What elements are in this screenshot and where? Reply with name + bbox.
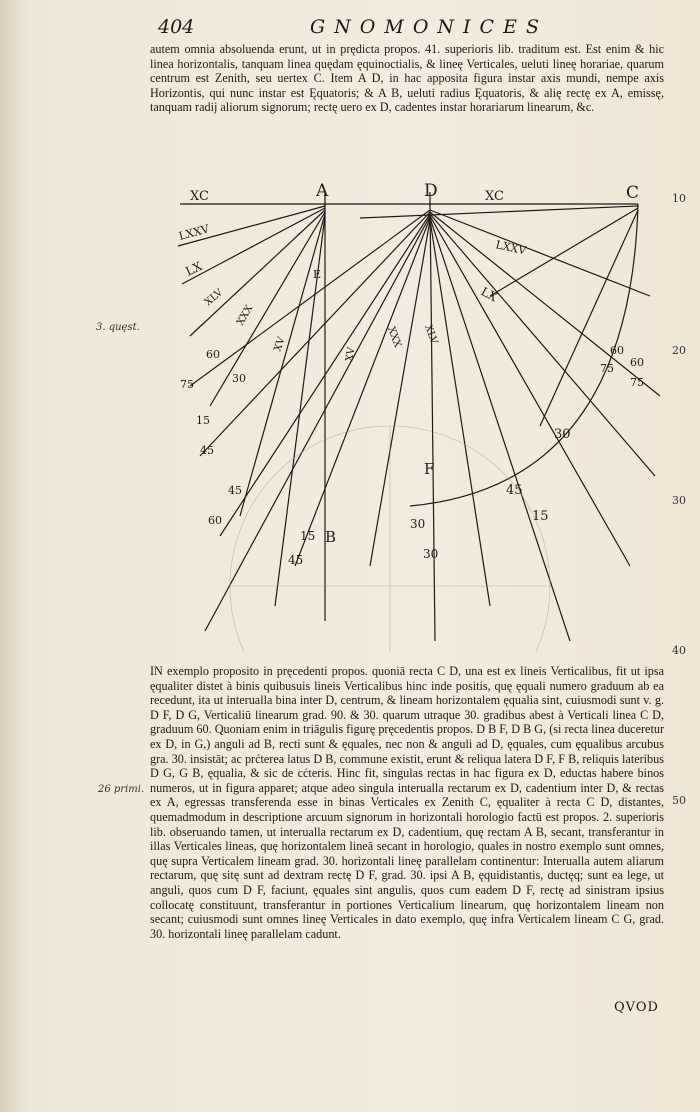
number-label: 45 [200,444,214,457]
ray-from-d [429,219,491,607]
number-label: 15 [196,414,210,427]
ray-from-d [429,209,651,297]
label-lxxv-right: LXXV [494,238,528,257]
margin-line-number: 40 [672,644,686,657]
label-xv-left: XV [272,335,288,353]
label-xv-right: XV [344,346,357,363]
ray-from-a [181,207,326,285]
label-xxx-left: XXX [235,303,256,328]
ray-from-a [177,205,326,247]
margin-line-number: 30 [672,494,686,507]
ray-from-c [359,205,639,219]
ray-from-c [539,209,639,427]
number-label: 60 [208,514,222,527]
margin-note: 26 primi. [98,784,145,795]
margin-line-number: 10 [672,192,686,205]
number-label: 45 [506,483,523,498]
ray-from-a [209,211,326,407]
ray-from-d [429,217,571,642]
label-xc-left: XC [190,189,209,204]
ray-from-d [429,213,656,477]
point-label-f: F [424,460,434,478]
page-number: 404 [158,16,195,38]
ray-from-c [489,207,639,297]
label-xxx-right: XXX [385,325,403,350]
label-xlv-right: XLV [422,323,439,346]
ray-from-d [199,211,431,457]
ray-from-d [429,215,631,567]
margin-line-number: 20 [672,344,686,357]
label-xlv-left: XLV [203,287,226,309]
number-label: 15 [532,509,549,524]
number-label: 75 [630,376,644,389]
point-label-e: E [313,268,321,281]
arc-curve [409,203,639,507]
number-label: 75 [600,362,614,375]
ray-from-d [369,219,431,567]
ray-from-a [239,213,326,517]
page-header: 404 GNOMONICES [150,14,620,40]
point-label-c: C [626,183,639,203]
label-lx-left: LX [183,259,204,279]
ray-from-d [429,211,661,397]
paragraph-explanation: IN exemplo proposito in pręcedenti propo… [150,664,664,941]
ray-from-a [189,209,326,337]
number-label: 45 [228,484,242,497]
number-label: 75 [180,378,194,391]
ray-from-d [204,215,431,632]
paragraph-intro: autem omnia absoluenda erunt, ut in pręd… [150,42,664,115]
number-label: 30 [423,547,438,561]
label-lx-right: LX [479,284,501,304]
diagram-canvas: A D C E F B XC XC LXXV LXXV LX LX XLV XL… [177,181,661,652]
number-label: 60 [630,356,644,369]
label-xc-right: XC [485,189,504,204]
number-label: 60 [206,348,220,361]
point-label-b: B [325,528,336,546]
ray-from-d [294,217,431,567]
label-lxxv-left: LXXV [177,222,211,243]
margin-note: 3. quęst. [96,322,140,333]
number-label: 45 [288,553,303,567]
vertical-line-d [429,203,436,642]
ray-from-d [219,213,431,537]
number-label: 15 [300,529,315,543]
running-head: GNOMONICES [310,16,548,38]
margin-line-number: 50 [672,794,686,807]
catchword: QVOD [614,1000,659,1015]
point-label-a: A [315,181,329,201]
point-label-d: D [424,181,438,201]
ray-from-d [189,209,431,387]
number-label: 60 [610,344,624,357]
number-label: 30 [554,427,571,442]
number-label: 30 [410,517,425,531]
number-label: 30 [232,372,246,385]
ray-from-a [274,215,326,607]
gnomonic-diagram: A D C E F B XC XC LXXV LXXV LX LX XLV XL… [160,176,670,652]
